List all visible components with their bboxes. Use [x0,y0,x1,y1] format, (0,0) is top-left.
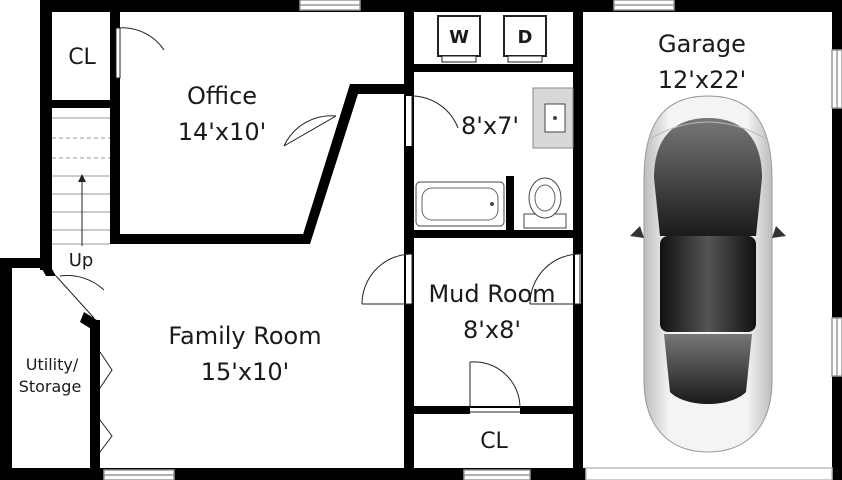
stairs [52,117,110,246]
toilet [523,177,567,229]
closet-bottom-label: CL [480,429,508,454]
door-mud-right [529,253,581,305]
doors [55,27,581,453]
sink [532,87,574,149]
car-icon [630,95,786,453]
utility-label-line1: Utility/ [26,355,79,374]
stairs-arrow-icon [78,174,86,182]
stairs-up-label: Up [69,250,94,271]
laundry-bath-size: 8'x7' [461,112,519,140]
door-office [283,115,337,147]
door-utility-bifold [99,351,113,453]
utility-label-line2: Storage [19,377,82,396]
door-mud-left [361,253,413,305]
washer-label: W [449,27,469,48]
dryer-label: D [518,27,533,48]
door-closet-top-left [115,27,165,79]
garage-name: Garage [658,30,746,58]
mud-room-name: Mud Room [428,280,555,308]
closet-top-left-label: CL [68,45,96,70]
bathtub [415,181,505,227]
office-size: 14'x10' [178,118,266,146]
door-closet-bottom [469,361,521,414]
washer: W [437,15,481,63]
family-room-name: Family Room [168,322,321,350]
door-bath [406,95,459,146]
garage-size: 12'x22' [658,66,746,94]
windows [103,0,842,480]
mud-room-size: 8'x8' [463,316,521,344]
family-room-size: 15'x10' [201,358,289,386]
dryer: D [503,15,547,63]
office-name: Office [187,82,257,110]
door-utility [55,275,105,319]
